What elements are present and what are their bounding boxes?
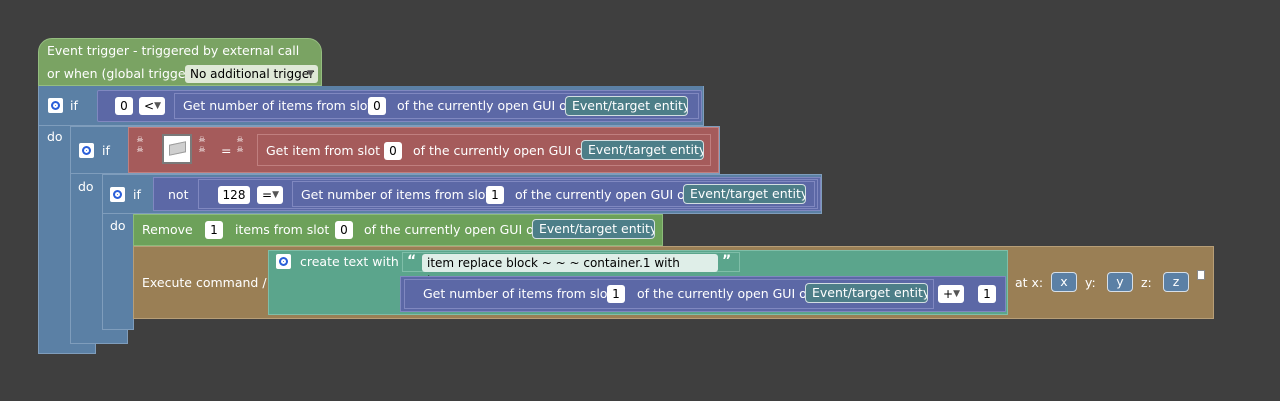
- skull-icon: ☠: [136, 135, 144, 144]
- remove-entity-field[interactable]: Event/target entity: [532, 219, 655, 239]
- entity-field-exec[interactable]: Event/target entity: [805, 283, 928, 303]
- skull-icon: ☠: [198, 135, 206, 144]
- gui-label-exec: of the currently open GUI of: [637, 286, 812, 301]
- skull-icon: ☠: [236, 145, 244, 154]
- operator-dropdown-3[interactable]: = ▼: [257, 186, 283, 204]
- item-image-slot[interactable]: [162, 134, 192, 164]
- getter-label-1: Get number of items from slot: [183, 98, 373, 113]
- plus-value[interactable]: 1: [978, 285, 996, 303]
- do-label-2: do: [78, 179, 94, 194]
- if-label-2: if: [102, 143, 110, 158]
- if-label-3: if: [133, 187, 141, 202]
- slot-value-1[interactable]: 0: [368, 97, 386, 115]
- document-icon[interactable]: [1197, 270, 1205, 280]
- operator-value-1: <: [144, 99, 155, 113]
- remove-items-label: items from slot: [235, 222, 330, 237]
- gui-label-1: of the currently open GUI of: [397, 98, 572, 113]
- entity-field-2[interactable]: Event/target entity: [581, 140, 704, 160]
- getter-label-exec: Get number of items from slot: [423, 286, 613, 301]
- y-label: y:: [1085, 275, 1096, 290]
- gui-label-2: of the currently open GUI of: [413, 143, 588, 158]
- close-quote-icon: ”: [722, 253, 732, 269]
- getter-label-3: Get number of items from slot: [301, 187, 491, 202]
- z-coordinate-field[interactable]: z: [1163, 272, 1189, 292]
- at-x-label: at x:: [1015, 275, 1044, 290]
- not-label-3: not: [168, 187, 189, 202]
- remove-count-value[interactable]: 1: [205, 221, 223, 239]
- open-quote-icon: “: [407, 253, 417, 269]
- plus-operator-value: +: [943, 287, 954, 301]
- skull-icon: ☠: [236, 135, 244, 144]
- operator-value-3: =: [262, 188, 273, 202]
- chevron-down-icon: ▼: [272, 190, 279, 200]
- global-trigger-dropdown[interactable]: No additional trigger ▼: [185, 65, 318, 83]
- compare-left-value-1[interactable]: 0: [115, 97, 133, 115]
- skull-icon: ☠: [198, 145, 206, 154]
- z-label: z:: [1141, 275, 1152, 290]
- text-string-field[interactable]: item replace block ~ ~ ~ container.1 wit…: [422, 254, 718, 288]
- if-label-1: if: [70, 98, 78, 113]
- do-label-1: do: [47, 129, 63, 144]
- remove-gui-label: of the currently open GUI of: [364, 222, 539, 237]
- entity-field-1[interactable]: Event/target entity: [565, 96, 688, 116]
- execute-command-label: Execute command /: [142, 275, 267, 290]
- entity-field-3[interactable]: Event/target entity: [683, 184, 806, 204]
- gear-icon[interactable]: [79, 143, 94, 158]
- global-trigger-value: No additional trigger: [190, 67, 315, 81]
- block-item-icon: [169, 141, 186, 156]
- chevron-down-icon: ▼: [307, 69, 314, 79]
- create-text-label: create text with: [300, 254, 399, 269]
- x-coordinate-field[interactable]: x: [1051, 272, 1077, 292]
- slot-value-2[interactable]: 0: [384, 142, 402, 160]
- chevron-down-icon: ▼: [953, 289, 960, 299]
- gear-icon[interactable]: [276, 254, 291, 269]
- event-trigger-block[interactable]: [38, 38, 322, 86]
- remove-slot-value[interactable]: 0: [335, 221, 353, 239]
- chevron-down-icon: ▼: [154, 101, 161, 111]
- do-label-3: do: [110, 218, 126, 233]
- skull-icon: ☠: [136, 145, 144, 154]
- gear-icon[interactable]: [110, 187, 125, 202]
- y-coordinate-field[interactable]: y: [1107, 272, 1133, 292]
- getter-label-2: Get item from slot: [266, 143, 381, 158]
- remove-label: Remove: [142, 222, 193, 237]
- equals-operator-2: =: [221, 143, 232, 158]
- operator-dropdown-1[interactable]: < ▼: [139, 97, 165, 115]
- slot-value-3[interactable]: 1: [486, 186, 504, 204]
- compare-left-value-3[interactable]: 128: [218, 186, 250, 204]
- plus-operator-dropdown[interactable]: + ▼: [938, 285, 964, 303]
- gear-icon[interactable]: [48, 98, 63, 113]
- global-trigger-label: or when (global trigger):: [47, 66, 200, 81]
- gui-label-3: of the currently open GUI of: [515, 187, 690, 202]
- slot-value-exec[interactable]: 1: [607, 285, 625, 303]
- event-trigger-title: Event trigger - triggered by external ca…: [47, 43, 300, 58]
